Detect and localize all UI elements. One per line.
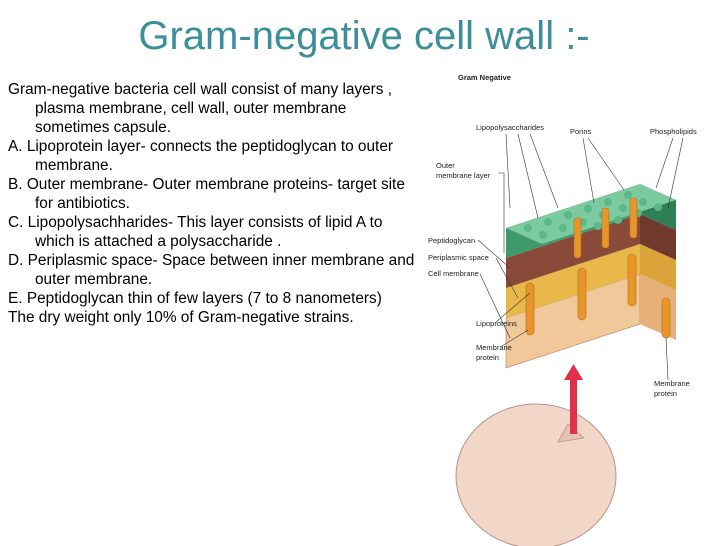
label-phospholipids: Phospholipids (650, 127, 697, 136)
paragraph-outer-membrane: B. Outer membrane- Outer membrane protei… (8, 176, 405, 212)
paragraph-periplasmic-space: D. Periplasmic space- Space between inne… (8, 252, 415, 288)
slide-body: Gram-negative bacteria cell wall consist… (8, 80, 418, 327)
porin-proteins (525, 197, 671, 339)
label-outer-membrane-2: membrane layer (436, 171, 491, 180)
diagram-heading: Gram Negative (458, 73, 511, 82)
label-lipoproteins: Lipoproteins (476, 319, 517, 328)
label-lipopolysaccharides: Lipopolysaccharides (476, 123, 544, 132)
lipopolysaccharide-surface (524, 191, 662, 239)
paragraph-dry-weight: The dry weight only 10% of Gram-negative… (8, 309, 354, 326)
zoom-arrow (564, 364, 583, 434)
label-periplasmic-space: Periplasmic space (428, 253, 489, 262)
label-pointers (477, 133, 684, 381)
gram-negative-diagram: Gram Negative Lipopolysaccharides Porins… (428, 73, 697, 546)
paragraph-peptidoglycan: E. Peptidoglycan thin of few layers (7 t… (8, 290, 382, 307)
paragraph-lipoprotein: A. Lipoprotein layer- connects the pepti… (8, 138, 394, 174)
label-cell-membrane: Cell membrane (428, 269, 479, 278)
label-membrane-protein-right-1: Membrane (654, 379, 690, 388)
bacterial-cell (455, 403, 617, 546)
label-peptidoglycan: Peptidoglycan (428, 236, 475, 245)
paragraph-lipopolysaccharides: C. Lipopolysachharides- This layer consi… (8, 214, 383, 250)
paragraph-intro: Gram-negative bacteria cell wall consist… (8, 81, 393, 136)
slide-title: Gram-negative cell wall :- (138, 14, 590, 58)
label-membrane-protein-right-2: protein (654, 389, 677, 398)
label-membrane-protein-left-1: Membrane (476, 343, 512, 352)
label-porins: Porins (570, 127, 592, 136)
label-membrane-protein-left-2: protein (476, 353, 499, 362)
label-outer-membrane-1: Outer (436, 161, 455, 170)
